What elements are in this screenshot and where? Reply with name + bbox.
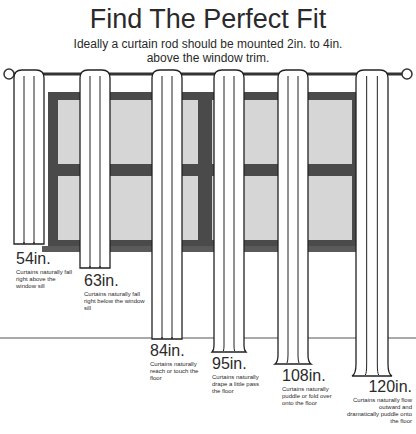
length-label: 120in.	[346, 378, 412, 396]
curtain-fold	[24, 76, 25, 244]
curtain-fold	[298, 76, 299, 363]
length-label: 54in.	[16, 250, 76, 268]
curtain-panel	[212, 70, 246, 352]
length-label: 84in.	[150, 342, 208, 360]
curtain-panel	[14, 70, 44, 244]
length-note: Curtains naturally fall right above the …	[16, 269, 76, 290]
length-note: Curtains naturally fall right below the …	[84, 291, 146, 312]
curtain-panel	[275, 70, 311, 364]
curtain-fold	[162, 76, 163, 339]
curtain-panel	[152, 70, 182, 339]
title: Find The Perfect Fit	[0, 4, 416, 35]
rod-finial	[4, 69, 14, 79]
curtain-fold	[377, 76, 378, 375]
curtain-fold	[234, 76, 236, 351]
curtain-fold	[100, 76, 101, 268]
length-note: Curtains naturally reach or touch the fl…	[150, 361, 208, 382]
curtain-fold	[287, 76, 288, 363]
curtain-rod	[12, 73, 404, 76]
length-label: 95in.	[212, 355, 268, 373]
curtain-fold	[365, 76, 366, 375]
length-note: Curtains naturally flow outward and dram…	[346, 397, 412, 425]
subtitle: Ideally a curtain rod should be mounted …	[58, 38, 358, 66]
floor-line	[0, 337, 416, 338]
length-label: 108in.	[282, 367, 344, 385]
length-note: Curtains naturally drape a little pass t…	[212, 374, 268, 395]
curtain-panel	[352, 70, 392, 376]
curtain-fold	[34, 76, 35, 244]
curtain-fold	[172, 76, 173, 339]
curtain-panel	[80, 70, 110, 268]
length-label: 63in.	[84, 272, 146, 290]
curtain-fold	[223, 76, 225, 351]
rod-finial	[402, 69, 412, 79]
length-note: Curtains naturally puddle or fold over o…	[282, 386, 344, 407]
curtain-fold	[90, 76, 91, 268]
